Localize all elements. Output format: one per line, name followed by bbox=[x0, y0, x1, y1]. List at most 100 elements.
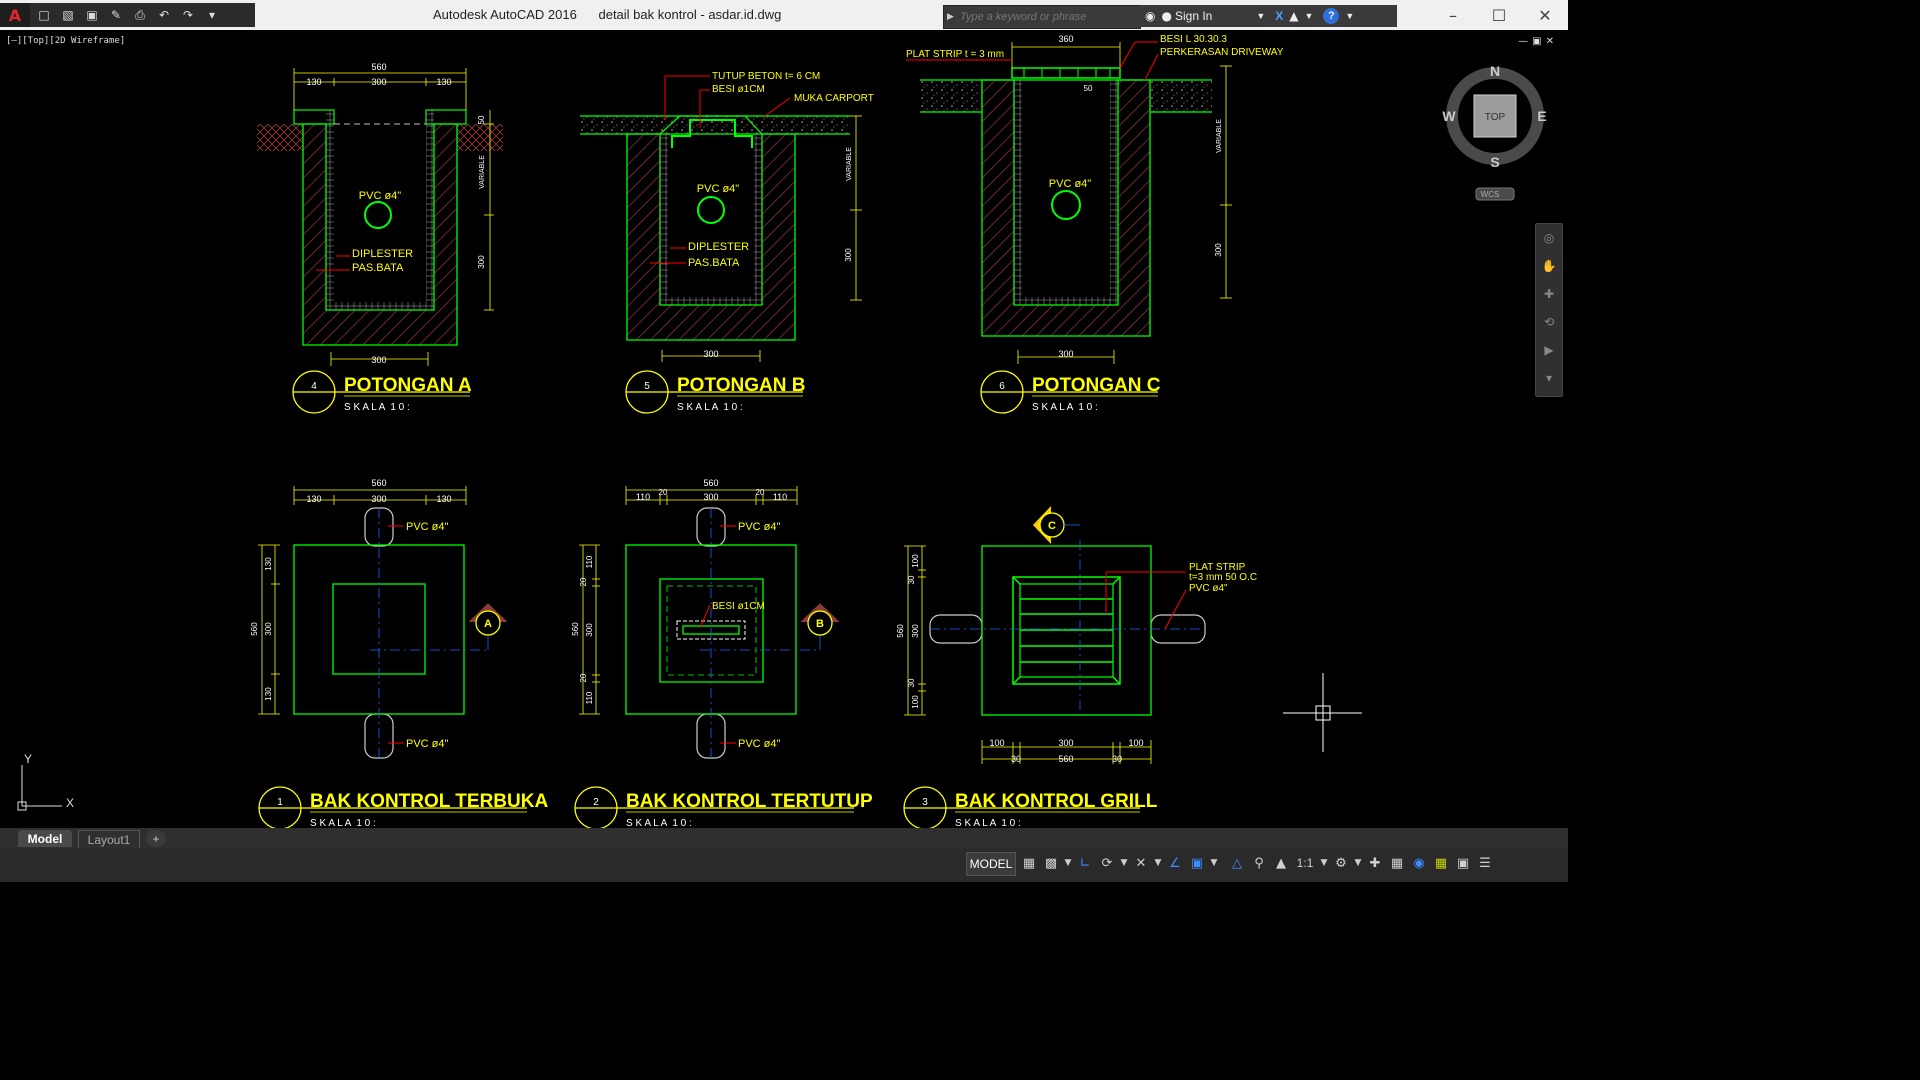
object-snap-tracking-icon[interactable]: ∠ bbox=[1169, 855, 1181, 871]
soil-hatch-right bbox=[457, 124, 503, 151]
dim-right: 110 bbox=[773, 492, 787, 502]
user-icon: ● bbox=[1161, 9, 1172, 23]
marker-letter: B bbox=[816, 618, 824, 630]
auto-scale-icon[interactable]: ⚲ bbox=[1254, 855, 1264, 871]
annotation-monitor-icon[interactable]: ✚ bbox=[1369, 855, 1381, 871]
wcs-menu[interactable] bbox=[1475, 187, 1515, 201]
dim-center: 300 bbox=[371, 494, 386, 504]
chevron-down-icon[interactable]: ▼ bbox=[1345, 11, 1355, 21]
binoculars-icon[interactable]: ◉ bbox=[1145, 9, 1156, 23]
ucs-icon bbox=[17, 765, 62, 811]
pvc-label: PVC ø4" bbox=[697, 183, 740, 195]
ortho-icon[interactable]: ∟ bbox=[1079, 855, 1091, 871]
chevron-down-icon[interactable]: ▾ bbox=[208, 8, 216, 22]
save-as-icon[interactable]: ✎ bbox=[110, 8, 122, 22]
polar-icon[interactable]: ⟳ bbox=[1101, 855, 1113, 871]
dim-bottom: 300 bbox=[371, 355, 386, 365]
viewcube-top-face[interactable] bbox=[1473, 94, 1517, 138]
quick-properties-icon[interactable]: ▦ bbox=[1390, 855, 1404, 871]
dim-v-top: 130 bbox=[264, 557, 273, 571]
expand-arrow-icon[interactable]: ▶ bbox=[947, 11, 954, 21]
dim-h-30-left: 30 bbox=[1011, 754, 1021, 764]
dim-v-bottom: 100 bbox=[911, 695, 920, 709]
brick-bottom bbox=[334, 302, 426, 310]
besi-label: BESI ø1CM bbox=[712, 84, 765, 95]
grid-icon[interactable]: ▦ bbox=[1022, 855, 1036, 871]
workspace-gear-icon[interactable]: ⚙ bbox=[1335, 855, 1347, 871]
viewport-controls[interactable]: —▣✕ bbox=[1518, 36, 1558, 47]
showmotion-icon[interactable]: ▶ bbox=[1544, 343, 1554, 357]
steering-wheel-icon[interactable]: ◎ bbox=[1543, 231, 1555, 245]
minimize-icon[interactable]: – bbox=[1449, 5, 1457, 25]
tab-layout1[interactable]: Layout1 bbox=[78, 830, 140, 849]
object-snap-icon[interactable]: ▣ bbox=[1190, 855, 1204, 871]
compass-north[interactable]: N bbox=[1490, 63, 1500, 79]
viewcube-top-label: TOP bbox=[1485, 112, 1506, 123]
sign-in-button[interactable]: Sign In bbox=[1174, 9, 1213, 23]
plan-title: BAK KONTROL GRILL bbox=[955, 791, 1158, 812]
dim-total: 560 bbox=[371, 478, 386, 488]
isodraft-icon[interactable]: ✕ bbox=[1135, 855, 1147, 871]
compass-ring[interactable] bbox=[1446, 67, 1544, 165]
zoom-icon[interactable]: ✚ bbox=[1543, 287, 1555, 301]
dim-h-left: 100 bbox=[989, 738, 1004, 748]
perkerasan-label: PERKERASAN DRIVEWAY bbox=[1160, 47, 1284, 58]
cad-drawing: 560 130 300 130 50 VARIABLE 300 300 PVC … bbox=[17, 34, 1547, 830]
plan-title: BAK KONTROL TERTUTUP bbox=[626, 791, 873, 812]
chevron-down-icon[interactable]: ▼ bbox=[1256, 11, 1266, 21]
help-icon[interactable]: ? bbox=[1323, 8, 1340, 24]
print-icon[interactable]: ⎙ bbox=[135, 7, 145, 22]
grill-plate bbox=[1011, 67, 1121, 79]
scale-label: S K A L A 1 0 : bbox=[344, 402, 410, 413]
iron-handle bbox=[671, 119, 753, 148]
undo-icon[interactable]: ↶ bbox=[158, 8, 170, 22]
pasbata-label: PAS.BATA bbox=[352, 262, 404, 274]
exchange-icon[interactable]: X bbox=[1275, 9, 1284, 23]
annotation-scale-value[interactable]: 1:1 bbox=[1296, 856, 1314, 870]
annotation-scale-icon[interactable]: ▲ bbox=[1276, 855, 1286, 871]
scale-label: S K A L A 1 0 : bbox=[626, 818, 692, 829]
chevron-down-icon[interactable]: ▼ bbox=[1064, 858, 1072, 868]
search-input[interactable] bbox=[958, 8, 1138, 26]
save-icon[interactable]: ▣ bbox=[86, 8, 98, 22]
dim-v-30-bottom: 30 bbox=[907, 678, 916, 687]
customization-menu-icon[interactable]: ☰ bbox=[1479, 855, 1491, 871]
open-folder-icon[interactable]: ▧ bbox=[62, 8, 74, 22]
annotation-visibility-icon[interactable]: △ bbox=[1232, 855, 1242, 871]
orbit-icon[interactable]: ⟲ bbox=[1543, 315, 1555, 329]
pan-icon[interactable]: ✋ bbox=[1541, 259, 1557, 273]
close-icon[interactable]: ✕ bbox=[1538, 5, 1552, 25]
isolate-objects-icon[interactable]: ◉ bbox=[1413, 855, 1425, 871]
brick-left bbox=[326, 110, 334, 310]
chevron-down-icon[interactable]: ▼ bbox=[1210, 858, 1218, 868]
model-space-button[interactable]: MODEL bbox=[966, 852, 1016, 876]
chevron-down-icon[interactable]: ▼ bbox=[1354, 858, 1362, 868]
maximize-icon[interactable]: ☐ bbox=[1491, 5, 1507, 25]
chevron-down-icon[interactable]: ▼ bbox=[1304, 11, 1314, 21]
clean-screen-icon[interactable]: ▣ bbox=[1456, 855, 1470, 871]
chevron-down-icon[interactable]: ▼ bbox=[1320, 858, 1328, 868]
nav-bar-menu-icon[interactable]: ▾ bbox=[1545, 371, 1553, 385]
compass-west[interactable]: W bbox=[1442, 108, 1456, 124]
new-file-icon[interactable]: □ bbox=[38, 8, 50, 22]
chevron-down-icon[interactable]: ▼ bbox=[1120, 858, 1128, 868]
redo-icon[interactable]: ↷ bbox=[182, 8, 194, 22]
autocad-logo-icon[interactable]: A bbox=[0, 3, 30, 27]
concrete-wall bbox=[626, 133, 796, 341]
detail-number: 3 bbox=[922, 797, 928, 808]
snap-icon[interactable]: ▩ bbox=[1044, 855, 1058, 871]
leader-muka bbox=[764, 97, 791, 117]
viewport-label[interactable]: [–][Top][2D Wireframe] bbox=[6, 36, 126, 46]
a360-icon[interactable]: ▲ bbox=[1289, 9, 1299, 23]
compass-south[interactable]: S bbox=[1490, 154, 1499, 170]
hardware-acceleration-icon[interactable]: ▦ bbox=[1434, 855, 1448, 871]
dim-right: 130 bbox=[436, 494, 451, 504]
chevron-down-icon[interactable]: ▼ bbox=[1154, 858, 1162, 868]
compass-east[interactable]: E bbox=[1537, 108, 1546, 124]
viewcube[interactable]: TOP N S E W WCS bbox=[1442, 63, 1547, 201]
outer-box bbox=[981, 545, 1152, 716]
tab-model[interactable]: Model bbox=[18, 830, 72, 847]
new-layout-button[interactable]: + bbox=[146, 830, 166, 847]
dim-v-center: 300 bbox=[264, 622, 273, 636]
dim-total: 560 bbox=[371, 62, 386, 72]
